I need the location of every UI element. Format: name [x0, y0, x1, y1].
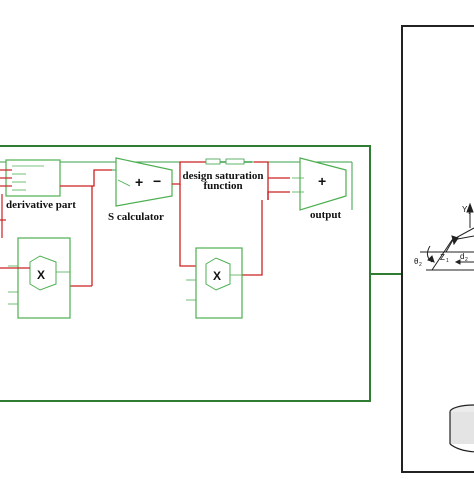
wire-s-to-saturation [172, 161, 208, 185]
wire-to-output-in2 [267, 191, 290, 200]
saturation-port-a [205, 158, 221, 165]
multiply-2-symbol: X [213, 269, 221, 283]
saturation-label-line2: function [203, 180, 243, 192]
saturation-label-line1: design saturation [182, 170, 264, 182]
s-calculator-label: S calculator [108, 211, 164, 223]
derivative-block [5, 159, 61, 197]
axis-d2-sub: 2 [465, 257, 468, 263]
wire-mult2-out [240, 200, 263, 276]
output-block [299, 157, 347, 211]
robot-frame [401, 25, 474, 473]
s-calc-plus: + [135, 174, 143, 190]
axis-z1-label: Z [440, 253, 445, 262]
multiply-2-shape [205, 257, 231, 291]
wire-derivative-to-s [60, 169, 112, 187]
axis-y1-label: Y [462, 205, 468, 214]
multiply-1-ports [8, 265, 70, 305]
multiply-1-shape [29, 255, 57, 291]
multiply-2-ports [186, 274, 242, 301]
multiply-1-symbol: X [37, 268, 45, 282]
robot-sketch [420, 202, 474, 453]
saturation-label: design saturation function [180, 170, 266, 192]
axis-d2-label: d [460, 252, 464, 261]
axis-y1-sub: 1 [468, 210, 471, 216]
derivative-part-label: derivative part [6, 199, 76, 211]
saturation-port-b [225, 158, 245, 165]
s-calculator-block [115, 157, 173, 207]
s-calc-minus: − [153, 173, 161, 189]
axis-z1-sub: 1 [446, 258, 449, 264]
output-plus: + [318, 173, 326, 189]
output-label: output [310, 209, 342, 221]
derivative-block-ports [12, 165, 44, 191]
axis-theta2-label: θ [414, 257, 419, 266]
input-wires [0, 169, 12, 238]
s-calc-port [117, 179, 131, 187]
axis-theta2-sub: 2 [419, 262, 422, 268]
wire-saturation-down [254, 161, 269, 200]
